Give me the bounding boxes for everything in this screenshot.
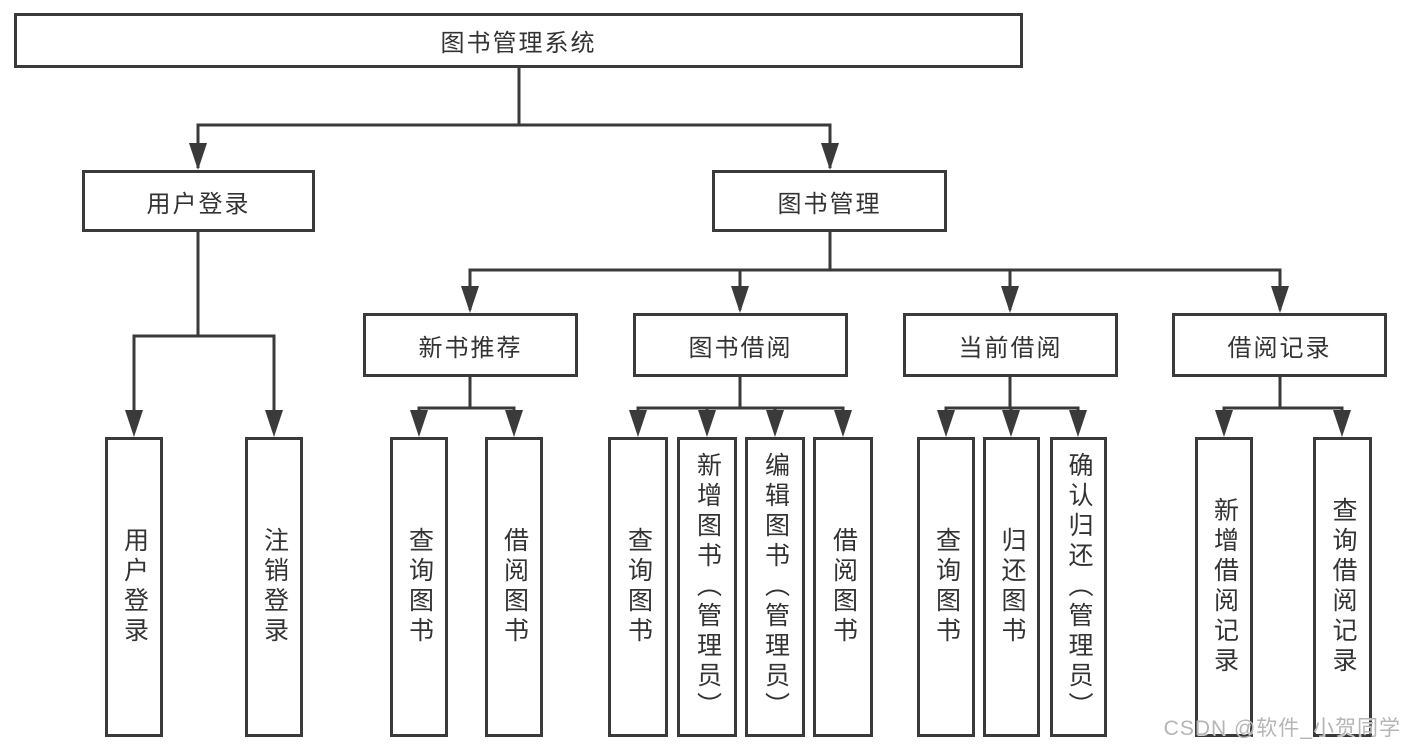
leaf-add-borrow-record: 新增借阅记录 [1195,437,1253,737]
leaf-logout: 注销登录 [245,437,303,737]
leaf-borrow-books: 借阅图书 [813,437,873,737]
node-new-book-recommend: 新书推荐 [363,313,578,377]
leaf-user-login: 用户登录 [105,437,163,737]
leaf-borrow-books-recommend: 借阅图书 [485,437,543,737]
node-book-management: 图书管理 [712,170,947,232]
leaf-edit-books-admin: 编辑图书（管理员） [745,437,805,737]
node-current-borrow: 当前借阅 [903,313,1118,377]
arrowheads [125,143,1351,437]
leaf-query-books-current: 查询图书 [917,437,975,737]
leaf-add-books-admin: 新增图书（管理员） [677,437,737,737]
node-user-login: 用户登录 [82,170,315,232]
leaf-query-books-recommend: 查询图书 [390,437,448,737]
leaf-query-borrow-record: 查询借阅记录 [1313,437,1372,737]
node-book-borrow: 图书借阅 [633,313,848,377]
node-borrow-records: 借阅记录 [1172,313,1387,377]
leaf-query-books-borrow: 查询图书 [608,437,668,737]
csdn-watermark: CSDN @软件_小贺同学 [1163,717,1401,740]
leaf-confirm-return-admin: 确认归还（管理员） [1050,437,1107,737]
node-library-system: 图书管理系统 [14,13,1023,68]
leaf-return-books: 归还图书 [983,437,1040,737]
